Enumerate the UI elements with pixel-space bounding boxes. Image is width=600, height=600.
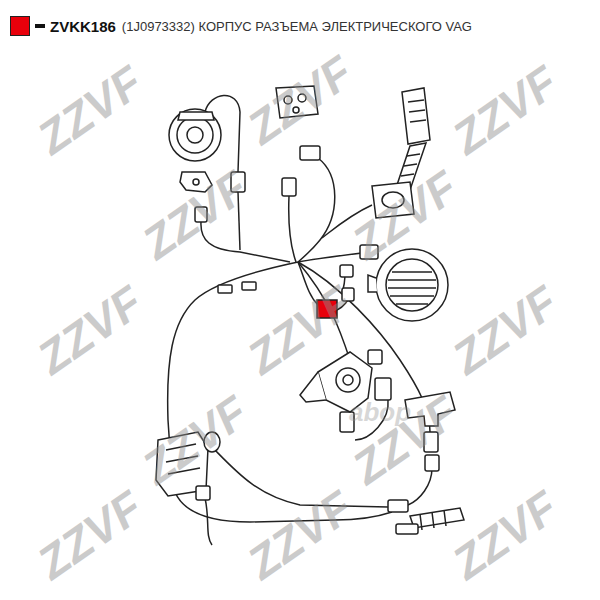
wire [289,196,296,262]
connector [340,265,353,277]
legend-dash [35,24,45,28]
connector [282,178,296,196]
door-handle [396,524,418,534]
watermark: ZZVF [345,163,466,267]
connector [388,500,408,512]
speaker-door [386,259,438,311]
grommet-plate [372,182,414,218]
bracket [180,172,212,192]
connector [195,207,207,222]
door-lock [196,486,210,500]
speaker-door [368,249,448,321]
connector [375,378,391,400]
wire [298,252,370,262]
connector [340,412,354,432]
grommet-plate [382,192,404,208]
door-lock [166,444,200,474]
watermark: ZZVF [30,58,151,162]
speaker-top [187,127,203,143]
highlighted-part [317,300,337,318]
door-handle-cable [408,100,426,122]
wire [238,192,240,250]
connector [218,285,232,293]
door-handle [396,508,464,534]
window-motor [343,375,353,385]
watermark: ZZVF [445,58,566,162]
wire [210,445,388,507]
title: (1J0973332) КОРПУС РАЗЪЕМА ЭЛЕКТРИЧЕСКОГ… [122,19,472,34]
door-bracket [405,392,455,426]
grommet-plate [372,182,414,218]
connector [368,350,382,364]
door-lock [204,432,220,452]
legend-item: ZVKK186 [10,16,116,36]
watermark: ZZVF [345,388,466,492]
connector [242,282,256,290]
speaker-door [388,272,436,304]
wire [408,468,432,505]
watermark: ZZVF [445,278,566,382]
wire [201,222,290,262]
wire [205,498,212,545]
speaker-top [178,112,214,120]
connector [195,146,439,512]
door-lock [156,432,220,500]
connector [342,288,354,301]
speaker-door [368,275,377,292]
watermark: ZZVF [240,278,361,382]
highlighted-part [317,300,337,318]
watermark: ZZVF [240,48,361,152]
bracket [193,179,199,185]
wire [298,158,335,262]
window-motor [300,372,326,402]
watermark: abop [349,399,411,425]
speaker-top [169,109,221,161]
control-plate [276,86,318,118]
connector [231,172,245,192]
wire [322,205,372,238]
window-motor [318,352,372,412]
header: ZVKK186 (1J0973332) КОРПУС РАЗЪЕМА ЭЛЕКТР… [10,14,476,38]
watermark: ZZVF [240,483,361,587]
part-number: ZVKK186 [50,18,116,35]
connector [424,432,438,452]
watermark: ZZVF [30,278,151,382]
door-handle-cable [396,88,430,190]
speaker-top [177,117,213,153]
door-bracket [405,392,455,426]
window-motor [336,368,360,392]
connector [360,245,378,259]
control-plate [293,107,299,113]
watermark: ZZVF [445,483,566,587]
speaker-top [169,109,221,161]
connector [300,146,320,160]
speaker-door [376,249,448,321]
door-handle-cable [402,88,430,144]
bracket [180,172,212,192]
watermark: ZZVF [135,388,256,492]
connector [425,455,439,471]
wire [355,400,388,440]
watermark: ZZVF [30,483,151,587]
legend-swatch [10,16,30,36]
door-handle [420,510,446,530]
control-plate [276,86,318,118]
window-motor [300,352,372,412]
control-plate [298,94,306,102]
watermark: ZZVF [135,163,256,267]
door-handle-cable [401,154,420,176]
control-plate [284,96,292,104]
